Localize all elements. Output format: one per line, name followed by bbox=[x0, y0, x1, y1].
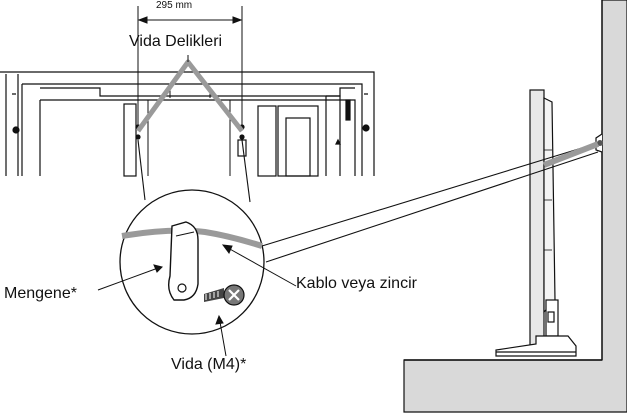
clamp-part bbox=[167, 221, 199, 301]
dimension-indicator bbox=[137, 6, 243, 130]
tv-back-panel bbox=[0, 71, 375, 177]
detail-magnifier bbox=[119, 189, 265, 335]
cable-or-chain-label: Kablo veya zincir bbox=[296, 275, 417, 292]
clamp-label: Mengene* bbox=[4, 285, 77, 302]
leader-lines bbox=[97, 55, 297, 357]
wall-and-floor bbox=[403, 0, 627, 413]
dimension-label: 295 mm bbox=[156, 0, 193, 11]
tv-side-view bbox=[495, 89, 577, 357]
screw-hole-markers bbox=[135, 124, 245, 140]
detail-callout-lines bbox=[137, 139, 251, 203]
screw-label: Vida (M4)* bbox=[171, 356, 247, 373]
cable-to-wall bbox=[261, 141, 600, 263]
screw-holes-label: Vida Delikleri bbox=[129, 33, 223, 50]
screw-part bbox=[204, 284, 245, 306]
